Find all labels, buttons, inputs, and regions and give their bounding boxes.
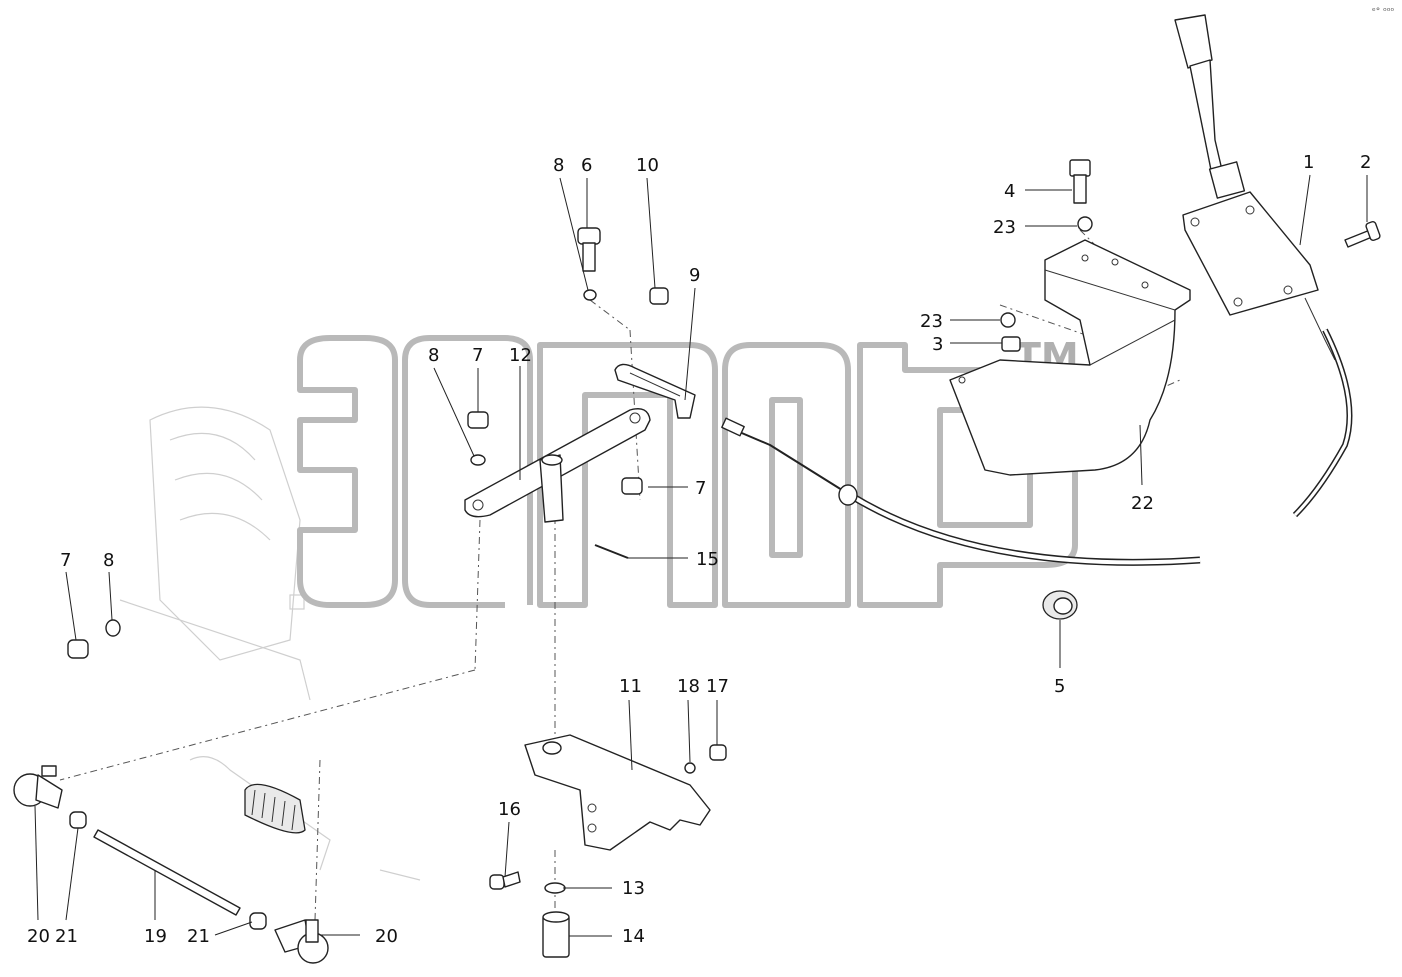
part-19-threaded-rod: [93, 829, 241, 916]
part-8-washer-mid: [470, 454, 486, 466]
callout-2: 2: [1360, 152, 1371, 173]
part-18-washer: [684, 762, 696, 774]
part-2-screw: [1344, 220, 1381, 248]
callout-1: 1: [1303, 152, 1314, 173]
part-1-lever-housing: [1174, 14, 1336, 361]
part-15-pin: [594, 544, 629, 559]
part-23-washer-top: [1077, 216, 1093, 232]
callout-22: 22: [1131, 493, 1154, 514]
callout-8-top: 8: [553, 155, 564, 176]
callout-20-left: 20: [27, 926, 50, 947]
part-12-lever-arm: [464, 408, 651, 523]
corner-mark: ᵉ° ᵒᵒᵒ: [1372, 7, 1395, 17]
part-17-nut: [709, 744, 727, 761]
callout-5: 5: [1054, 676, 1065, 697]
part-7-nut-upper: [467, 411, 489, 429]
part-20-ball-joint-left: [13, 765, 63, 809]
part-7-nut-left: [67, 639, 89, 659]
part-3-nut: [1001, 336, 1021, 352]
part-22-bracket: [949, 239, 1191, 476]
callout-13: 13: [622, 878, 645, 899]
part-9-slotted-link: [614, 363, 696, 419]
part-6-bolt: [577, 227, 601, 272]
part-11-mounting-bracket: [524, 734, 711, 851]
part-5-grommet: [1042, 590, 1078, 620]
part-20-ball-joint-right: [274, 919, 329, 964]
callout-labels: 1 2 3 4 5 6 7 7 7 8 8 8 9 10 11 12 13 14…: [27, 152, 1371, 947]
callout-12: 12: [509, 345, 532, 366]
callout-7-left: 7: [60, 550, 71, 571]
callout-23-lower: 23: [920, 311, 943, 332]
part-23-washer: [1000, 312, 1016, 328]
part-4-bolt: [1069, 159, 1091, 204]
leader-lines: [34, 174, 1368, 937]
callout-6: 6: [581, 155, 592, 176]
callout-20-right: 20: [375, 926, 398, 947]
control-cable: [721, 328, 1353, 566]
part-16-bolt: [489, 871, 521, 890]
part-13-washer: [544, 882, 566, 894]
part-14-bushing: [542, 911, 570, 958]
callout-7-upper: 7: [472, 345, 483, 366]
callout-9: 9: [689, 265, 700, 286]
callout-11: 11: [619, 676, 642, 697]
part-21-nut-right: [249, 912, 267, 930]
callout-14: 14: [622, 926, 645, 947]
callout-19: 19: [144, 926, 167, 947]
part-8-washer-top: [583, 289, 597, 301]
callout-15: 15: [696, 549, 719, 570]
callout-21-left: 21: [55, 926, 78, 947]
callout-23-top: 23: [993, 217, 1016, 238]
callout-10: 10: [636, 155, 659, 176]
callout-17: 17: [706, 676, 729, 697]
part-8-washer-left: [105, 619, 121, 637]
background-assembly-ghost: [119, 406, 421, 881]
callout-18: 18: [677, 676, 700, 697]
part-21-nut-left: [69, 811, 87, 829]
callout-8-left: 8: [103, 550, 114, 571]
callout-8-mid: 8: [428, 345, 439, 366]
callout-21-right: 21: [187, 926, 210, 947]
callout-16: 16: [498, 799, 521, 820]
callout-7-right: 7: [695, 478, 706, 499]
callout-4: 4: [1004, 181, 1015, 202]
background-bellows: [244, 783, 306, 834]
part-7-nut-lower: [621, 477, 643, 495]
part-10-nut: [649, 287, 669, 305]
callout-3: 3: [932, 334, 943, 355]
